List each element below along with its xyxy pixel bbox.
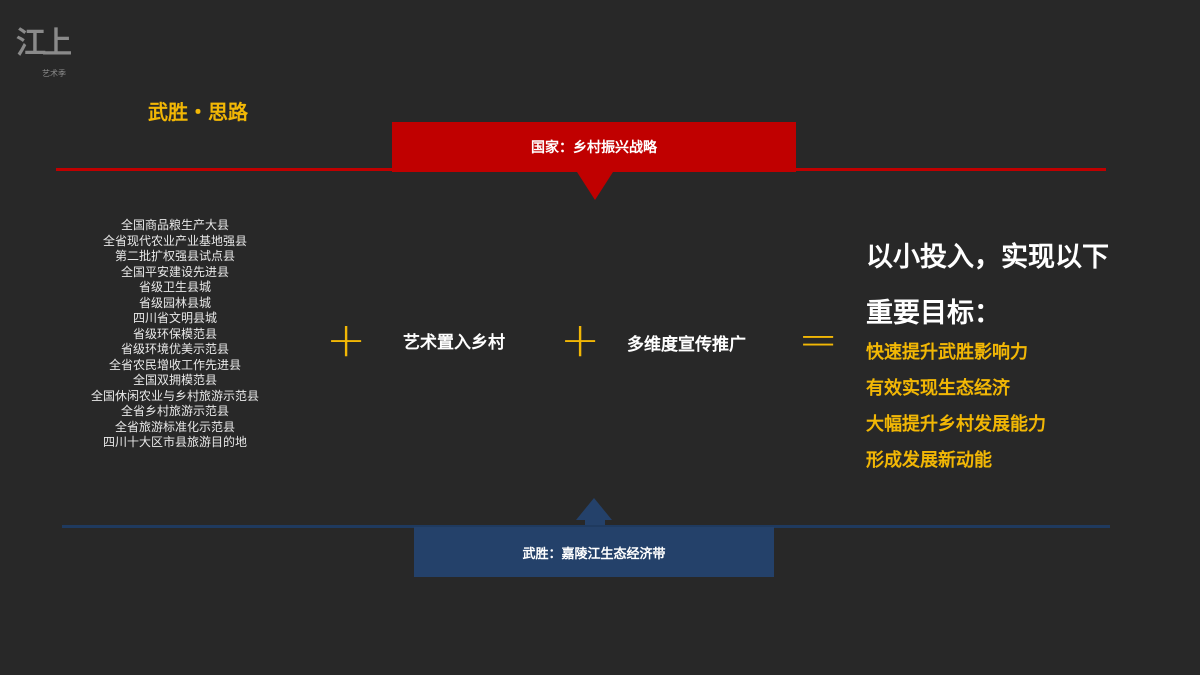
goals-list: 快速提升武胜影响力 有效实现生态经济 大幅提升乡村发展能力 形成发展新动能	[866, 335, 1046, 479]
honor-item: 全国商品粮生产大县	[120, 218, 229, 232]
plus-icon: +	[560, 312, 601, 368]
down-arrow-icon	[577, 172, 613, 200]
goal-heading-line: 重要目标：	[866, 298, 1001, 329]
blue-divider	[62, 525, 1110, 528]
goal-heading: 以小投入，实现以下 重要目标：	[866, 230, 1109, 342]
honor-item: 全省农民增收工作先进县	[108, 357, 241, 372]
honor-item: 全国平安建设先进县	[120, 264, 229, 279]
honor-item: 省级环境优美示范县	[120, 342, 229, 356]
plus-icon: +	[326, 312, 367, 368]
honor-item: 全省旅游标准化示范县	[114, 419, 235, 434]
goal-item: 形成发展新动能	[866, 450, 992, 471]
honor-item: 第二批扩权强县试点县	[114, 249, 235, 263]
local-foundation-banner: 武胜：嘉陵江生态经济带	[414, 527, 774, 577]
honors-list: 全国商品粮生产大县 全省现代农业产业基地强县 第二批扩权强县试点县 全国平安建设…	[70, 218, 280, 451]
honor-item: 四川省文明县城	[132, 311, 217, 325]
honor-item: 全国双拥模范县	[132, 373, 217, 387]
up-arrow-stem	[585, 518, 605, 528]
honor-item: 省级环保模范县	[132, 326, 217, 341]
slide-title: 武胜・思路	[148, 100, 248, 124]
honor-item: 全国休闲农业与乡村旅游示范县	[90, 388, 259, 403]
honor-item: 全省现代农业产业基地强县	[102, 233, 247, 248]
art-into-village: 艺术置入乡村	[403, 333, 505, 353]
national-strategy-banner: 国家：乡村振兴战略	[392, 122, 796, 172]
equals-icon: =	[798, 312, 839, 368]
logo-main: 江上	[16, 26, 72, 61]
goal-heading-line: 以小投入，实现以下	[866, 242, 1109, 273]
honor-item: 省级园林县城	[138, 295, 211, 310]
goal-item: 快速提升武胜影响力	[866, 342, 1028, 363]
up-arrow-icon	[576, 498, 612, 520]
goal-item: 大幅提升乡村发展能力	[866, 414, 1046, 435]
multi-dimension-promotion: 多维度宣传推广	[627, 335, 746, 355]
honor-item: 四川十大区市县旅游目的地	[102, 435, 247, 449]
honor-item: 全省乡村旅游示范县	[120, 404, 229, 418]
goal-item: 有效实现生态经济	[866, 378, 1010, 399]
logo: 江上 艺术季	[8, 10, 78, 80]
logo-sub: 艺术季	[42, 69, 66, 78]
honor-item: 省级卫生县城	[138, 280, 211, 294]
